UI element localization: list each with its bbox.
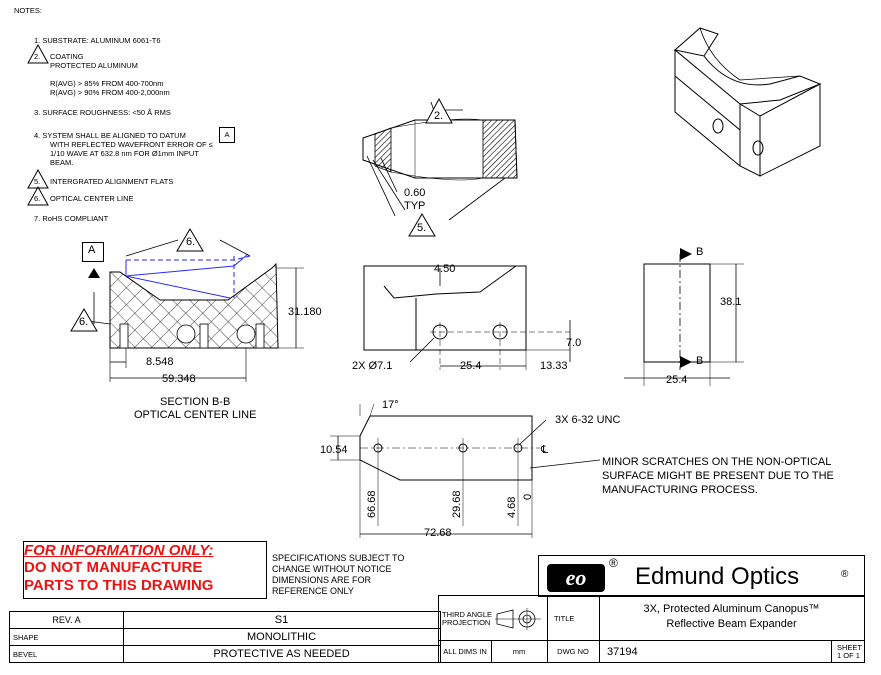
note-4-line-4: BEAM.	[50, 158, 74, 167]
title-label: TITLE	[554, 614, 575, 623]
sheet-value: 1 OF 1	[837, 651, 860, 660]
logo-registered-mark: ®	[609, 556, 618, 570]
front-dim-typ: TYP	[404, 200, 426, 212]
note-4-line-3: 1/10 WAVE AT 632.8 nm FOR Ø1mm INPUT	[50, 149, 199, 158]
title-block-right: THIRD ANGLE PROJECTION TITLE 3X, Protect…	[438, 595, 865, 663]
warning-line-3: PARTS TO THIS DRAWING	[24, 577, 214, 594]
projection-label-2: PROJECTION	[442, 618, 491, 627]
bottom-dim-29-68: 29.68	[451, 490, 463, 518]
note-7: 7. RoHS COMPLIANT	[34, 214, 109, 223]
bottom-view-drawing	[330, 403, 547, 538]
note-6-number: 6.	[34, 194, 41, 203]
section-datum-label: A	[88, 244, 96, 256]
section-view-drawing	[79, 239, 304, 382]
note-2-number: 2.	[34, 52, 41, 61]
side-dim-hole-height: 7.0	[566, 337, 582, 349]
bottom-dim-4-68: 4.68	[506, 496, 518, 518]
scratch-note-leader	[530, 459, 601, 469]
note-1: 1. SUBSTRATE: ALUMINUM 6061-T6	[34, 36, 161, 45]
company-registered-mark: ®	[841, 569, 849, 580]
spec-line-2: CHANGE WITHOUT NOTICE	[272, 564, 392, 574]
front-tag-5-label: 5.	[417, 222, 427, 234]
bottom-dim-height: 10.54	[320, 444, 348, 456]
dims-value: mm	[512, 647, 526, 656]
side-dim-depth: 4.50	[434, 263, 456, 275]
end-section-b-top: B	[696, 246, 704, 258]
front-tag-2-label: 2.	[434, 110, 444, 122]
side-dim-spacing: 25.4	[460, 360, 482, 372]
rev-value: S1	[274, 614, 289, 626]
front-view-drawing	[362, 101, 518, 221]
scratch-note-line-2: SURFACE MIGHT BE PRESENT DUE TO THE	[602, 470, 834, 482]
front-dim-060: 0.60	[404, 187, 426, 199]
bottom-dim-length: 72.68	[424, 527, 452, 539]
title-line-1: 3X, Protected Aluminum Canopus™	[643, 603, 820, 615]
note-5-number: 5.	[34, 177, 41, 186]
end-dim-width: 25.4	[666, 374, 688, 386]
bottom-dim-zero: 0	[522, 493, 534, 500]
spec-line-3: DIMENSIONS ARE FOR	[272, 575, 372, 585]
end-section-b-bottom: B	[696, 355, 704, 367]
dwg-label: DWG NO	[557, 647, 589, 656]
note-2-line-3: R(AVG) > 85% FROM 400-700nm	[50, 79, 164, 88]
end-view-drawing	[624, 248, 744, 386]
shape-label: SHAPE	[13, 632, 39, 642]
note-4-line-1: 4. SYSTEM SHALL BE ALIGNED TO DATUM	[34, 131, 186, 140]
section-title: SECTION B-B	[160, 396, 231, 408]
section-dim-offset: 8.548	[146, 356, 174, 368]
edmund-logo: eo	[547, 564, 605, 592]
isometric-view-drawing	[673, 27, 822, 177]
scratch-note-line-3: MANUFACTURING PROCESS.	[602, 484, 758, 496]
third-angle-projection-icon	[495, 608, 541, 630]
title-line-2: Reflective Beam Expander	[666, 618, 797, 630]
front-tag-5-icon	[408, 213, 436, 237]
note-3: 3. SURFACE ROUGHNESS: <50 Å RMS	[34, 108, 171, 117]
side-dim-holes: 2X Ø7.1	[352, 360, 393, 372]
note-2-line-4: R(AVG) > 90% FROM 400-2,000nm	[50, 88, 170, 97]
front-tag-2-icon	[425, 98, 453, 124]
bottom-dim-thread: 3X 6-32 UNC	[555, 414, 621, 426]
warning-box: FOR INFORMATION ONLY: DO NOT MANUFACTURE…	[23, 541, 267, 599]
side-dim-edge: 13.33	[540, 360, 568, 372]
end-dim-height: 38.1	[720, 296, 742, 308]
note-4-datum-box: A	[219, 127, 235, 143]
note-5: INTERGRATED ALIGNMENT FLATS	[50, 177, 174, 186]
title-block-logo-cell: eo ® Edmund Optics ®	[538, 555, 865, 597]
note-6: OPTICAL CENTER LINE	[50, 194, 134, 203]
section-subtitle: OPTICAL CENTER LINE	[134, 409, 257, 421]
bottom-dim-angle: 17°	[382, 399, 399, 411]
warning-line-1: FOR INFORMATION ONLY:	[24, 542, 214, 559]
title-block-left: REV. A S1 SHAPE MONOLITHIC BEVEL PROTECT…	[9, 611, 441, 663]
spec-line-1: SPECIFICATIONS SUBJECT TO	[272, 553, 405, 563]
shape-value: MONOLITHIC	[246, 631, 317, 643]
sheet-label: SHEET	[837, 643, 863, 652]
section-dim-width: 59.348	[162, 373, 196, 385]
bevel-value: PROTECTIVE AS NEEDED	[213, 648, 350, 660]
projection-label-1: THIRD ANGLE	[442, 610, 493, 619]
warning-line-2: DO NOT MANUFACTURE	[24, 559, 203, 576]
section-tag-6-top-icon	[176, 228, 204, 252]
side-view-drawing	[363, 265, 571, 370]
section-datum-box	[82, 242, 104, 262]
bottom-dim-66-68: 66.68	[366, 490, 378, 518]
note-2-line-2: PROTECTED ALUMINUM	[50, 61, 138, 70]
spec-line-4: REFERENCE ONLY	[272, 586, 354, 596]
section-dim-height: 31.180	[288, 306, 322, 318]
note-4-line-2: WITH REFLECTED WAVEFRONT ERROR OF ≤	[50, 140, 213, 149]
scratch-note-line-1: MINOR SCRATCHES ON THE NON-OPTICAL	[602, 456, 832, 468]
bevel-label: BEVEL	[13, 649, 38, 659]
note-2-triangle-icon	[27, 44, 49, 64]
rev-label: REV. A	[52, 614, 81, 625]
notes-heading: NOTES:	[14, 6, 42, 15]
section-tag-6-side-icon	[70, 308, 98, 332]
bottom-centerline-icon: ℄	[541, 444, 549, 456]
note-2-line-1: COATING	[50, 52, 84, 61]
section-tag-6-top-label: 6.	[186, 236, 196, 248]
section-tag-6-side-label: 6.	[79, 316, 89, 328]
company-name: Edmund Optics	[635, 563, 800, 590]
dwg-value: 37194	[607, 645, 638, 658]
note-6-triangle-icon	[27, 186, 49, 206]
dims-label: ALL DIMS IN	[443, 647, 487, 656]
